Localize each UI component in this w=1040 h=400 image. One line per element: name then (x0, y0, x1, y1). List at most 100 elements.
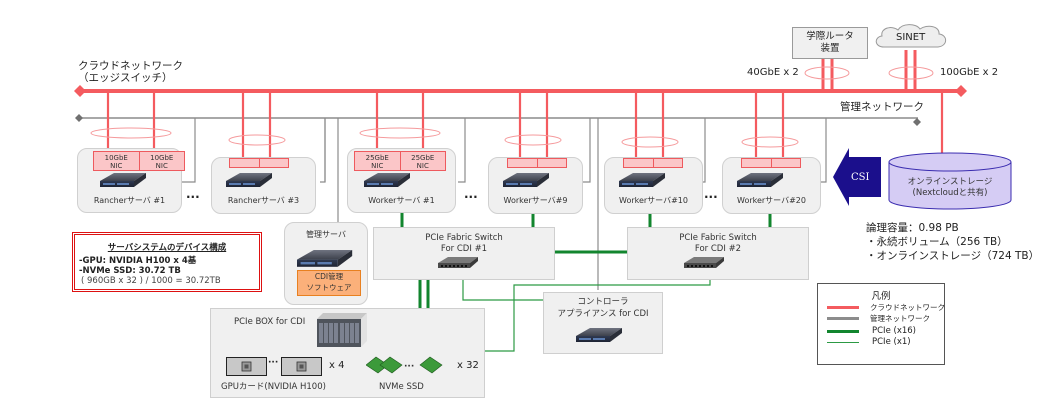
pcie-switch-1-line1: PCIe Fabric Switch (425, 233, 503, 243)
nic-b (537, 158, 567, 168)
cloud-network-lines (80, 50, 958, 158)
spec-title: サーバシステムのデバイス構成 (107, 243, 227, 253)
cdi-mgmt-software: CDI管理 ソフトウェア (297, 270, 361, 296)
controller-line2: アプライアンス for CDI (557, 309, 649, 319)
mgmt-network-label: 管理ネットワーク (840, 101, 924, 113)
gpu-card-icon (281, 357, 322, 376)
pcie-switch-2-line2: For CDI #2 (694, 244, 742, 254)
rack-server-icon (100, 173, 146, 187)
online-storage-icon[interactable] (888, 152, 1012, 212)
ellipsis-worker-b: ··· (704, 190, 718, 204)
rancher-server-3[interactable]: Rancherサーバ #3 (211, 157, 316, 214)
worker-server-20[interactable]: Workerサーバ#20 (722, 157, 821, 214)
nic-a (741, 158, 772, 168)
cloud-network-label-line2: （エッジスイッチ） (78, 72, 173, 84)
pcie-box-label: PCIe BOX for CDI (234, 317, 306, 327)
gpu-ellipsis: ··· (268, 358, 279, 368)
rancher-server-1-label: Rancherサーバ #1 (93, 196, 166, 205)
legend: 凡例 クラウドネットワーク 管理ネットワーク PCIe (x16) PCIe (… (817, 283, 945, 365)
legend-swatch-cloud (827, 306, 859, 309)
legend-label-pcie-x1: PCIe (x1) (872, 337, 911, 347)
rack-server-icon (297, 250, 353, 267)
worker-server-9-label: Workerサーバ#9 (503, 196, 568, 205)
ellipsis-worker-a: ··· (464, 190, 478, 204)
sinet-cloud-icon (875, 24, 947, 48)
spec-calc: ( 960GB x 32 ) / 1000 = 30.72TB (81, 276, 221, 286)
ssd-label: NVMe SSD (379, 382, 424, 392)
csi-label: CSI (851, 172, 870, 183)
cloud-network-end-left (74, 85, 86, 97)
mgmt-server[interactable]: 管理サーバ CDI管理 ソフトウェア (284, 222, 368, 305)
spec-ssd: -NVMe SSD: 30.72 TB (79, 266, 181, 276)
storage-online: ・オンラインストレージ（724 TB） (866, 250, 1040, 262)
mgmt-network-end-left (75, 114, 83, 122)
rack-server-icon (576, 328, 622, 342)
controller-line1: コントローラ (577, 297, 629, 307)
pcie-x16-lines (400, 212, 772, 308)
pcie-switch-2-line1: PCIe Fabric Switch (679, 233, 757, 243)
router-label-line2: 装置 (820, 43, 840, 54)
cloud-network-label: クラウドネットワーク （エッジスイッチ） (78, 60, 183, 84)
sinet-link-label: 100GbE x 2 (940, 67, 999, 78)
mgmt-network-end-right (913, 118, 921, 126)
sinet-label: SINET (896, 32, 926, 43)
rack-server-icon (226, 173, 272, 187)
online-storage-label: オンラインストレージ (Nextcloudと共有) (907, 177, 993, 198)
device-spec-box: サーバシステムのデバイス構成 -GPU: NVIDIA H100 x 4基 -N… (72, 232, 262, 292)
pcie-fabric-switch-1[interactable]: PCIe Fabric Switch For CDI #1 (373, 227, 555, 280)
rack-server-icon (503, 173, 549, 187)
ssd-count: x 32 (457, 360, 479, 371)
pcie-x1-lines (462, 278, 711, 352)
link-aggregation-rings (90, 66, 934, 148)
nic-b (771, 158, 801, 168)
storage-capacity: 論理容量：0.98 PB (866, 222, 959, 234)
pcie-box[interactable]: PCIe BOX for CDI ··· x 4 GPUカード(NVIDIA H… (210, 308, 485, 398)
pcie-switch-1-line2: For CDI #1 (440, 244, 488, 254)
legend-label-cloud: クラウドネットワーク (870, 303, 945, 312)
gpu-label: GPUカード(NVIDIA H100) (221, 382, 326, 392)
gpu-card-icon (226, 357, 267, 376)
spec-gpu: -GPU: NVIDIA H100 x 4基 (79, 256, 197, 266)
rack-server-icon (364, 173, 410, 187)
pcie-box-chassis-icon (317, 313, 367, 347)
rancher-server-3-label: Rancherサーバ #3 (227, 196, 300, 205)
legend-swatch-mgmt (827, 317, 859, 320)
worker-server-20-label: Workerサーバ#20 (737, 196, 806, 205)
nic-b (259, 158, 289, 168)
storage-capacity-info: 論理容量：0.98 PB ・永続ボリューム（256 TB） ・オンラインストレー… (866, 221, 1039, 263)
router-box: 学際ルータ 装置 (792, 27, 868, 59)
svg-text:···: ··· (404, 362, 414, 372)
nic-a (507, 158, 538, 168)
pcie-fabric-switch-2[interactable]: PCIe Fabric Switch For CDI #2 (627, 227, 809, 280)
worker-server-10[interactable]: Workerサーバ#10 (604, 157, 703, 214)
legend-swatch-pcie-x16 (827, 330, 859, 333)
ellipsis-rancher: ··· (186, 190, 200, 204)
router-label-line1: 学際ルータ (806, 31, 854, 42)
mgmt-network-lines (79, 117, 918, 290)
router-link-label: 40GbE x 2 (747, 67, 799, 78)
cloud-network-label-line1: クラウドネットワーク (78, 60, 183, 72)
network-switch-icon (684, 257, 724, 268)
storage-persistent-volume: ・永続ボリューム（256 TB） (866, 236, 1008, 248)
cloud-network-end-right (955, 85, 967, 97)
worker-server-1-label: Workerサーバ #1 (368, 196, 435, 205)
nic-a (623, 158, 654, 168)
controller-appliance[interactable]: コントローラ アプライアンス for CDI (543, 292, 663, 354)
nic-a (229, 158, 260, 168)
rack-server-icon (737, 173, 783, 187)
legend-title: 凡例 (871, 291, 891, 302)
csi-arrow-icon (833, 148, 881, 206)
nic-b (653, 158, 683, 168)
worker-server-9[interactable]: Workerサーバ#9 (488, 157, 583, 214)
legend-swatch-pcie-x1 (827, 342, 859, 343)
nvme-ssd-icon: ··· (366, 356, 443, 374)
worker-server-10-label: Workerサーバ#10 (619, 196, 688, 205)
mgmt-server-label: 管理サーバ (306, 230, 346, 239)
gpu-count: x 4 (329, 360, 345, 371)
